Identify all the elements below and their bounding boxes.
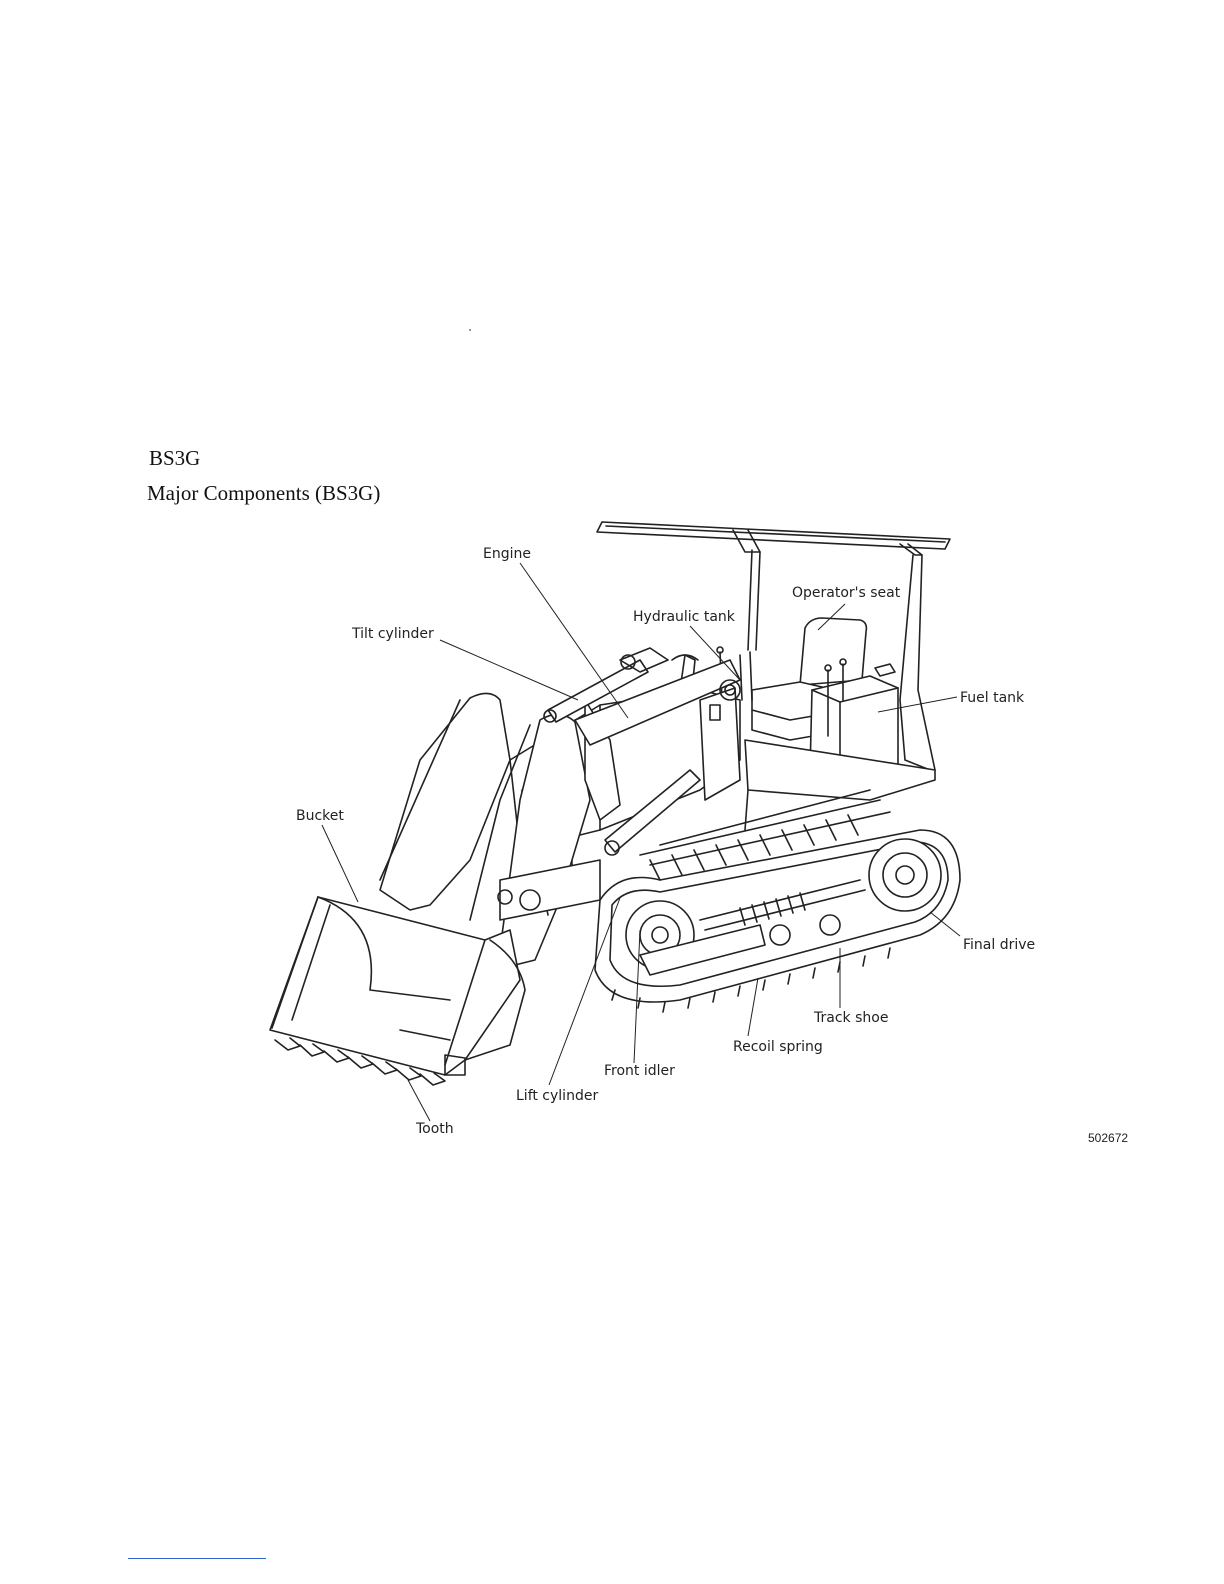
track-loader-drawing bbox=[270, 330, 960, 1085]
label-track-shoe: Track shoe bbox=[813, 1010, 888, 1026]
label-fuel-tank: Fuel tank bbox=[960, 690, 1025, 706]
label-tilt-cylinder: Tilt cylinder bbox=[351, 626, 434, 642]
figure-number: 502672 bbox=[1088, 1131, 1128, 1145]
label-lift-cylinder: Lift cylinder bbox=[516, 1088, 598, 1104]
label-engine: Engine bbox=[483, 546, 531, 562]
label-tooth: Tooth bbox=[415, 1121, 454, 1137]
bucket-shape bbox=[270, 897, 525, 1075]
label-bucket: Bucket bbox=[296, 808, 344, 824]
label-front-idler: Front idler bbox=[604, 1063, 675, 1079]
label-final-drive: Final drive bbox=[963, 937, 1035, 953]
label-operators-seat: Operator's seat bbox=[792, 585, 901, 601]
footer-rule bbox=[128, 1558, 266, 1559]
pivot-tower bbox=[700, 680, 740, 800]
label-recoil-spring: Recoil spring bbox=[733, 1039, 823, 1055]
label-hydraulic-tank: Hydraulic tank bbox=[633, 609, 736, 625]
